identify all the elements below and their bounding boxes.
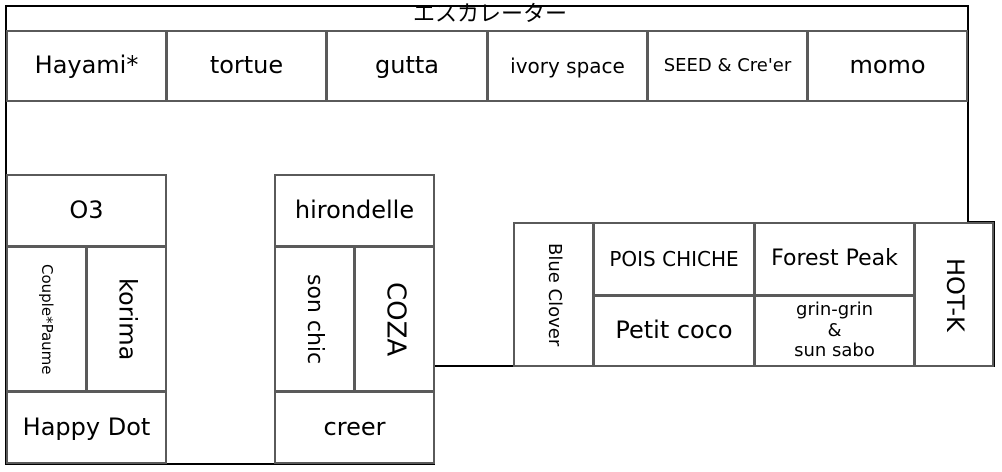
shop-son-chic[interactable]: son chic [274, 246, 355, 392]
shop-label: tortue [209, 51, 284, 80]
shop-label: ivory space [510, 53, 625, 78]
shop-korima[interactable]: korima [86, 246, 167, 392]
shop-label: COZA [380, 281, 411, 357]
shop-o3[interactable]: O3 [6, 174, 167, 247]
shop-label: son chic [302, 273, 328, 365]
shop-momo[interactable]: momo [807, 30, 968, 102]
shop-label-line2: & [827, 319, 842, 341]
shop-label: Forest Peak [771, 246, 898, 272]
shop-label: Petit coco [615, 316, 733, 345]
shop-forest-peak[interactable]: Forest Peak [754, 222, 915, 296]
shop-label: hirondelle [294, 195, 415, 224]
shop-label-line3: sun sabo [794, 340, 875, 362]
shop-tortue[interactable]: tortue [166, 30, 327, 102]
escalator-label: エスカレーター [412, 2, 567, 27]
shop-pois-chiche[interactable]: POIS CHICHE [593, 222, 755, 296]
shop-label: Happy Dot [22, 412, 151, 441]
shop-creer[interactable]: creer [274, 391, 435, 464]
shop-label: Blue Clover [543, 242, 565, 347]
shop-coza[interactable]: COZA [354, 246, 435, 392]
shop-hayami[interactable]: Hayami* [6, 30, 167, 102]
shop-label: O3 [69, 195, 104, 224]
shop-hirondelle[interactable]: hirondelle [274, 174, 435, 247]
shop-gutta[interactable]: gutta [326, 30, 488, 102]
shop-label-line1: grin-grin [796, 298, 873, 320]
shop-label: Couple*Paume [38, 263, 57, 375]
shop-ivory-space[interactable]: ivory space [487, 30, 648, 102]
shop-label: SEED & Cre'er [663, 54, 792, 76]
shop-grin-grin-sun-sabo[interactable]: grin-grin & sun sabo [754, 295, 915, 367]
shop-label: creer [323, 412, 386, 441]
shop-hot-k[interactable]: HOT-K [914, 222, 994, 367]
shop-couple-paume[interactable]: Couple*Paume [6, 246, 87, 392]
shop-label: Hayami* [34, 51, 139, 80]
shop-seed-creer[interactable]: SEED & Cre'er [647, 30, 808, 102]
shop-label: POIS CHICHE [609, 246, 739, 271]
shop-petit-coco[interactable]: Petit coco [593, 295, 755, 367]
shop-blue-clover[interactable]: Blue Clover [513, 222, 594, 367]
shop-happy-dot[interactable]: Happy Dot [6, 391, 167, 464]
shop-label: momo [849, 51, 926, 80]
shop-label: korima [113, 277, 142, 361]
shop-label: gutta [375, 51, 439, 80]
shop-label: HOT-K [940, 257, 969, 332]
